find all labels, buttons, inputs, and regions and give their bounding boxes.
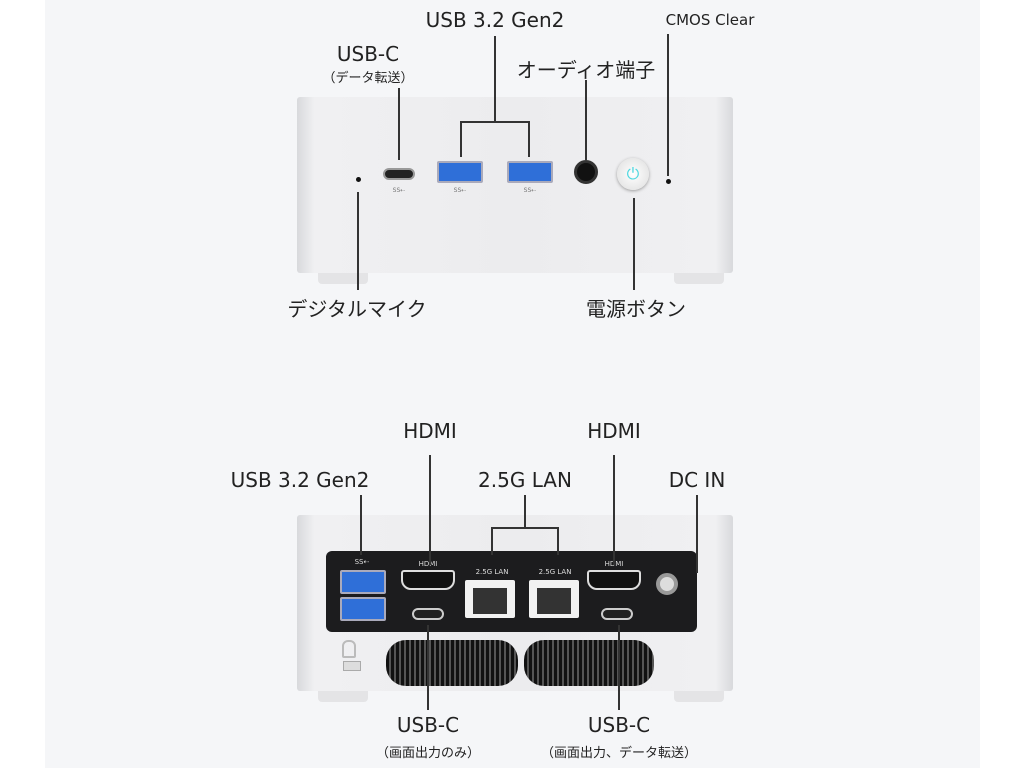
- leader-line: [618, 625, 620, 710]
- hdmi-port-left: [401, 570, 455, 590]
- label-usb32-front: USB 3.2 Gen2: [425, 8, 565, 32]
- lock-slot: [343, 661, 361, 671]
- leader-line: [696, 495, 698, 573]
- label-usbc-front-sub: （データ転送）: [322, 71, 414, 86]
- leader-line: [429, 455, 431, 565]
- usb-a-port-rear-2: [340, 597, 386, 621]
- hdmi-port-right: [587, 570, 641, 590]
- leader-line: [494, 36, 496, 122]
- ss-mark: SS⇠: [453, 187, 467, 194]
- leader-line: [633, 198, 635, 290]
- vent-left: [386, 640, 518, 686]
- label-hdmi-left: HDMI: [403, 419, 457, 443]
- usbc-port-rear-left: [412, 608, 444, 620]
- mic-hole: [356, 177, 361, 182]
- usb-a-port-front-2: [507, 161, 553, 183]
- leader-line: [667, 34, 669, 176]
- leader-line: [524, 495, 526, 529]
- kensington-lock-icon: [342, 640, 356, 658]
- label-hdmi-right: HDMI: [587, 419, 641, 443]
- cmos-clear-hole: [666, 179, 671, 184]
- label-digital-mic: デジタルマイク: [287, 297, 427, 321]
- label-cmos-clear: CMOS Clear: [665, 11, 755, 29]
- ss-mark: SS⇠: [354, 558, 370, 566]
- label-audio: オーディオ端子: [516, 58, 656, 82]
- leader-line: [398, 88, 400, 160]
- leader-line: [585, 80, 587, 160]
- leader-line: [491, 527, 559, 529]
- leader-line: [613, 455, 615, 565]
- foot: [674, 688, 724, 702]
- label-usbc-rear-right: USB-C: [587, 713, 651, 737]
- usb-a-port-front-1: [437, 161, 483, 183]
- label-usbc-front: USB-C: [336, 42, 400, 66]
- leader-line: [427, 625, 429, 710]
- foot: [318, 688, 368, 702]
- dc-in-jack: [656, 573, 678, 595]
- audio-jack: [574, 160, 598, 184]
- front-device-body: [297, 97, 733, 273]
- label-usbc-rear-left: USB-C: [396, 713, 460, 737]
- label-usbc-rear-left-sub: （画面出力のみ）: [375, 746, 481, 761]
- leader-line: [491, 527, 493, 555]
- leader-line: [557, 527, 559, 555]
- vent-right: [524, 640, 654, 686]
- lan-mark: 2.5G LAN: [538, 568, 572, 576]
- hdmi-mark: HDMI: [418, 560, 438, 568]
- leader-line: [360, 495, 362, 555]
- label-dc-in: DC IN: [668, 468, 726, 492]
- lan-mark: 2.5G LAN: [475, 568, 509, 576]
- foot: [674, 270, 724, 284]
- ss-mark: SS⇠: [392, 187, 406, 194]
- leader-line: [528, 121, 530, 157]
- usbc-port-rear-right: [601, 608, 633, 620]
- foot: [318, 270, 368, 284]
- lan-port-1: [465, 580, 515, 618]
- lan-port-2: [529, 580, 579, 618]
- leader-line: [460, 121, 530, 123]
- label-lan: 2.5G LAN: [478, 468, 572, 492]
- ss-mark: SS⇠: [523, 187, 537, 194]
- leader-line: [460, 121, 462, 157]
- label-usb32-rear: USB 3.2 Gen2: [230, 468, 370, 492]
- power-icon: ⏻: [617, 158, 649, 190]
- usb-a-port-rear-1: [340, 570, 386, 594]
- usbc-port-front: [383, 168, 415, 180]
- label-usbc-rear-right-sub: （画面出力、データ転送）: [540, 746, 698, 761]
- label-power-button: 電源ボタン: [586, 297, 686, 321]
- leader-line: [357, 192, 359, 290]
